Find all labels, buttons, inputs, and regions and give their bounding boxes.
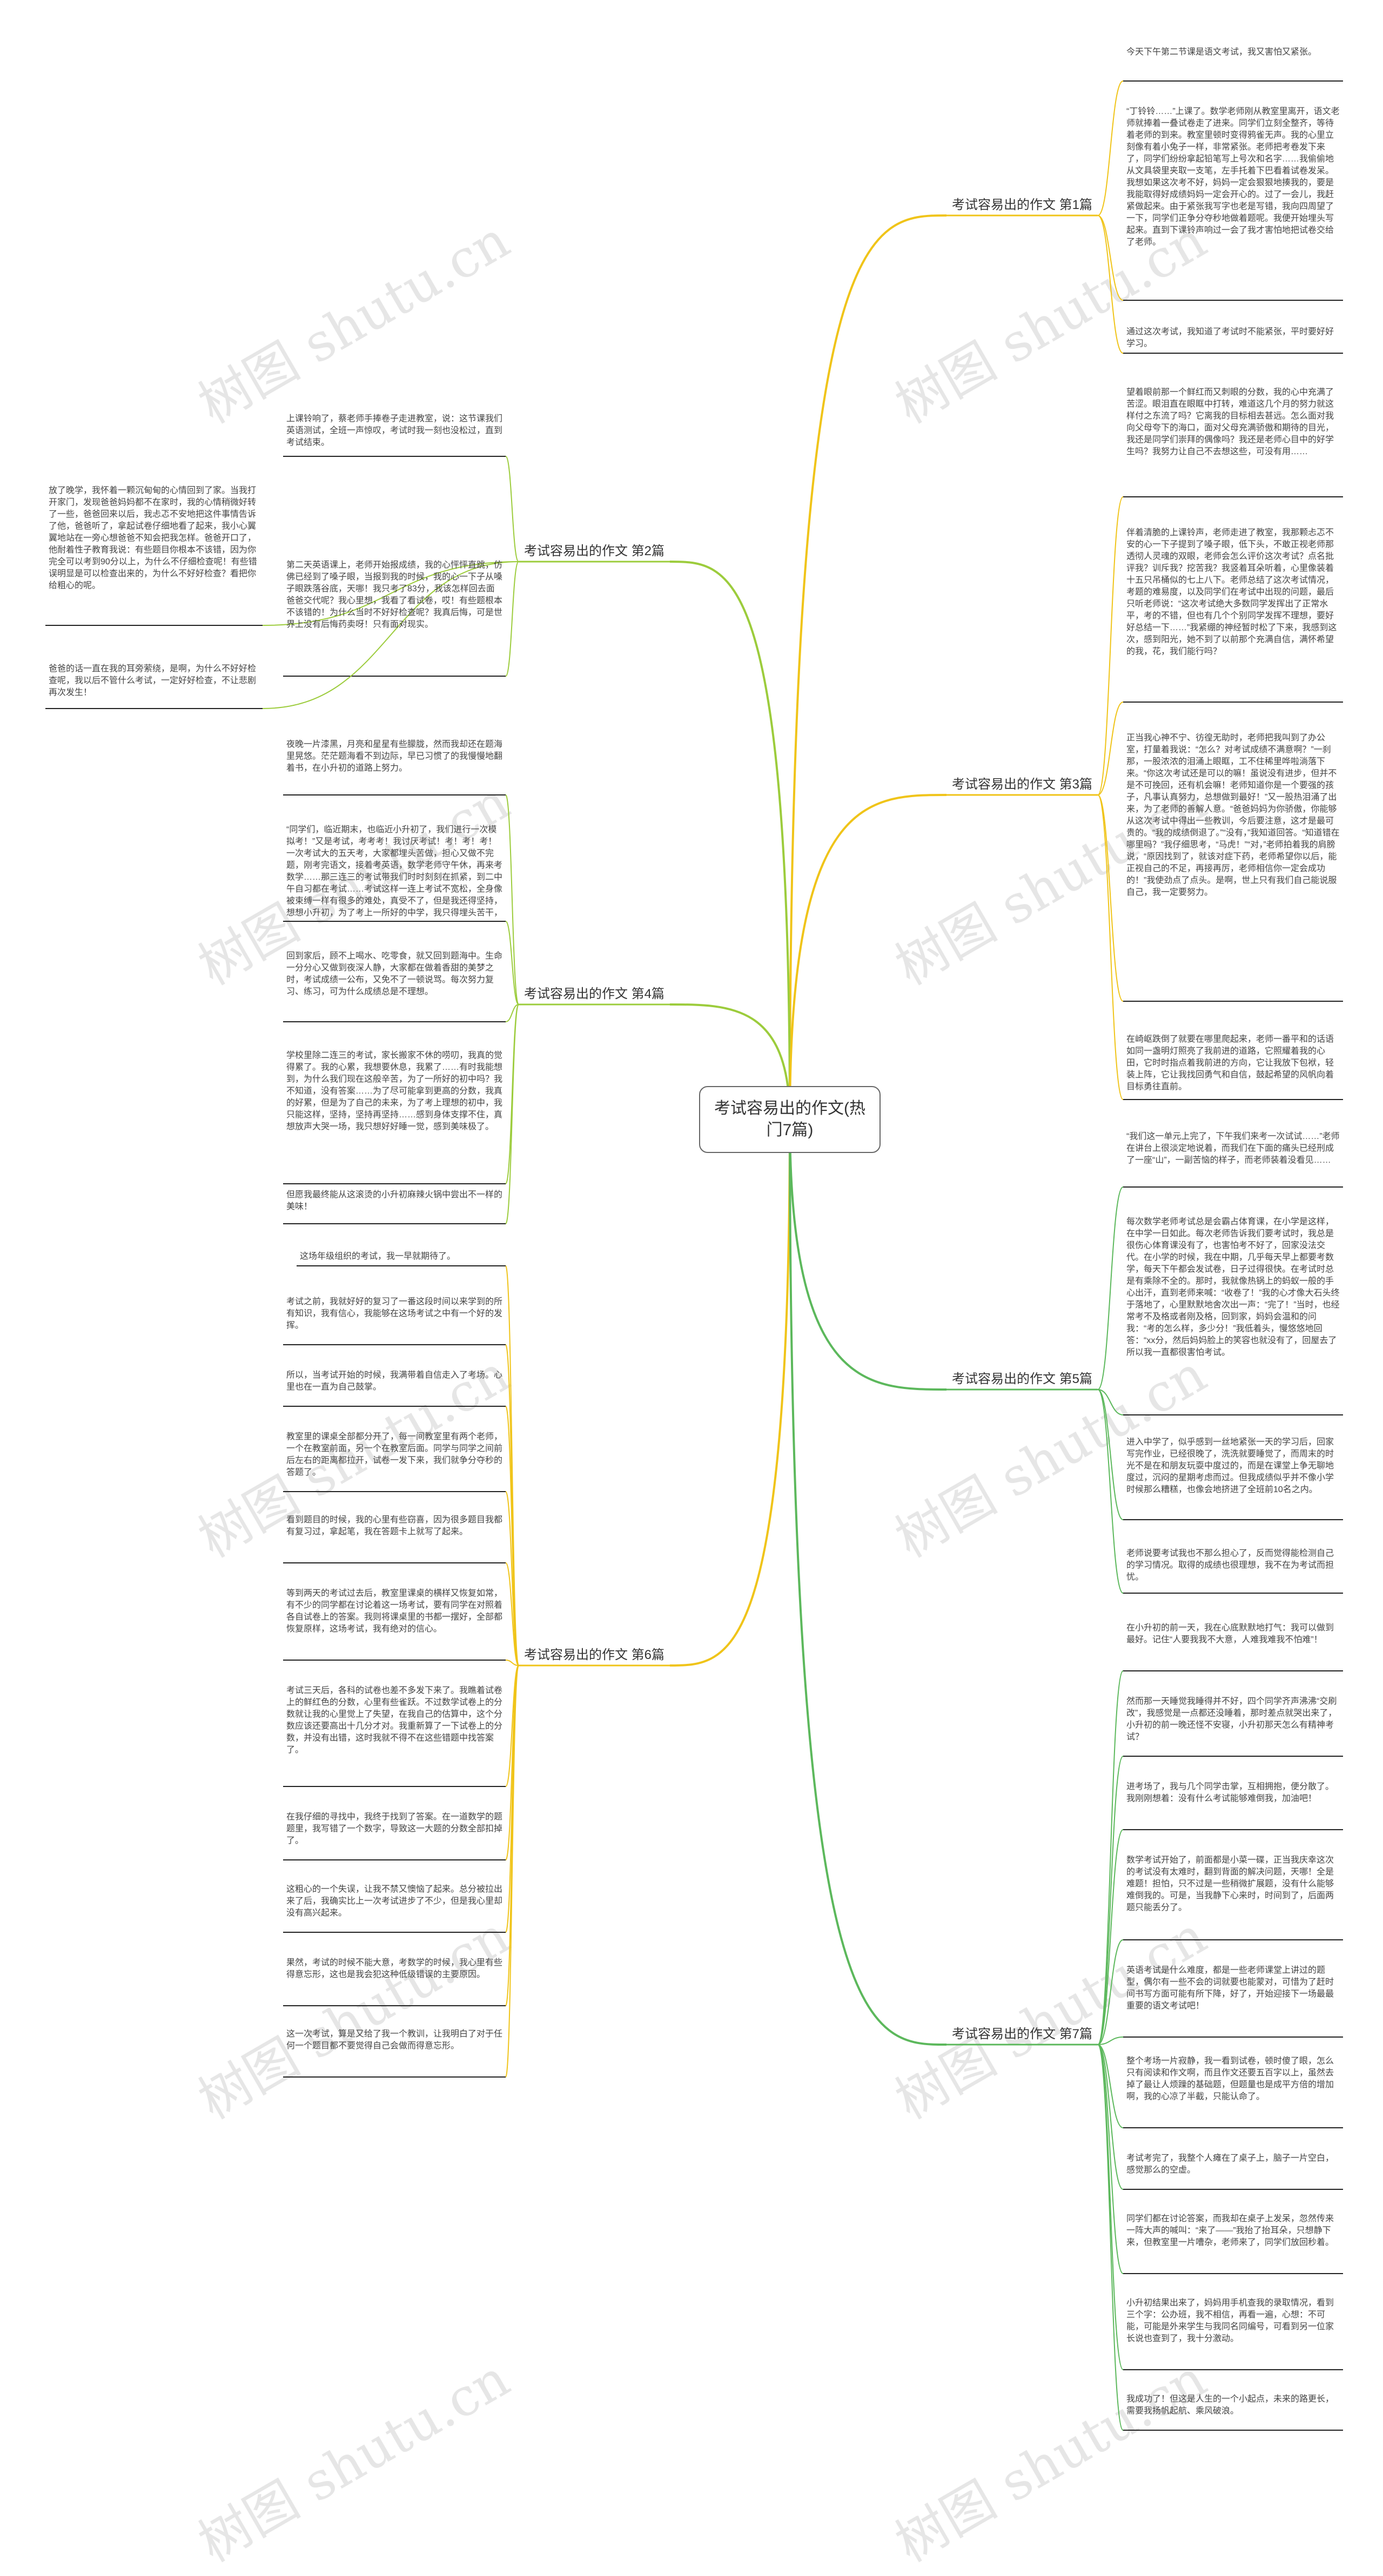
leaf-connector xyxy=(1097,2036,1124,2045)
branch-connector xyxy=(669,1119,791,1667)
branch-connector xyxy=(669,561,791,1120)
leaf-connector xyxy=(1097,1389,1124,1415)
leaf-connector xyxy=(1097,794,1124,1002)
leaf-connector xyxy=(505,1660,519,1666)
leaf-connector xyxy=(505,1491,519,1666)
leaf-text: 整个考场一片寂静，我一看到试卷，顿时傻了眼，怎么只有阅读和作文啊，而且作文还要五… xyxy=(1126,2056,1334,2101)
leaf-connector xyxy=(505,1004,519,1224)
leaf-text: 望着眼前那一个鲜红而又刺眼的分数，我的心中充满了苦涩。眼泪直在眼眶中打转，难道这… xyxy=(1126,388,1334,456)
leaf-text: 第二天英语课上，老师开始报成绩，我的心怦怦直跳，仿佛已经到了嗓子眼，当报到我的时… xyxy=(286,561,502,629)
branch-4[interactable]: 考试容易出的作文 第4篇 xyxy=(524,987,665,1001)
leaf-connector xyxy=(1097,1389,1124,1520)
leaf-connector xyxy=(505,794,519,1005)
leaf-connector xyxy=(505,1004,519,1022)
leaf-text: 所以，当考试开始的时候，我满带着自信走入了考场。心里也在一直为自己鼓掌。 xyxy=(286,1371,502,1392)
leaf-text: 在我仔细的寻找中，我终于找到了答案。在一道数学的题题里，我写错了一个数字，导致这… xyxy=(286,1812,502,1845)
leaf-text: 但愿我最终能从这滚烫的小升初麻辣火锅中尝出不一样的美味！ xyxy=(286,1190,502,1211)
branch-1[interactable]: 考试容易出的作文 第1篇 xyxy=(952,198,1093,212)
leaf-connector xyxy=(1097,1186,1124,1390)
leaf-text: 教室里的课桌全部都分开了，每一间教室里有两个老师，一个在教室前面，另一个在教室后… xyxy=(286,1432,502,1477)
branch-connector xyxy=(669,1003,791,1120)
leaf-connector xyxy=(1097,1670,1124,2045)
leaf-text: 考试之前，我就好好的复习了一番这段时间以来学到的所有知识，我有信心，我能够在这场… xyxy=(286,1297,502,1330)
leaf-text: 学校里除二连三的考试，家长搬家不休的唠叨，我真的觉得累了。我的心累，我想要休息，… xyxy=(286,1051,502,1131)
leaf-connector xyxy=(1097,2044,1124,2190)
leaf-text: 小升初结果出来了，妈妈用手机查我的录取情况，看到三个字：公办班，我不相信，再看一… xyxy=(1126,2298,1334,2343)
leaf-text: 然而那一天睡觉我睡得并不好，四个同学齐声沸沸“交刷改”，我感觉是一点都还没睡着，… xyxy=(1126,1697,1337,1742)
branch-connector xyxy=(789,794,947,1120)
leaf-connector xyxy=(1097,2044,1124,2370)
leaf-text: 果然，考试的时候不能大意，考数学的时候，我心里有些得意忘形，这也是我会犯这种低级… xyxy=(286,1958,502,1979)
leaf-connector xyxy=(1097,2044,1124,2274)
branch-6[interactable]: 考试容易出的作文 第6篇 xyxy=(524,1648,665,1662)
leaf-connector xyxy=(1097,702,1124,795)
leaf-connector xyxy=(1097,1756,1124,2045)
branch-5[interactable]: 考试容易出的作文 第5篇 xyxy=(952,1372,1093,1386)
leaf-connector xyxy=(505,1004,519,1184)
leaf-connector xyxy=(1097,2044,1124,2128)
leaf-text: 同学们都在讨论答案，而我却在桌子上发呆，忽然传来一阵大声的喊叫：“来了——”我抬… xyxy=(1126,2214,1334,2247)
leaf-text: 考试三天后，各科的试卷也差不多发下来了。我瞧着试卷上的鲜红色的分数，心里有些雀跃… xyxy=(286,1686,502,1755)
leaf-text: 这一次考试，算是又给了我一个教训，让我明白了对于任何一个题目都不要觉得自己会做而… xyxy=(286,2029,502,2051)
leaf-connector xyxy=(1097,1939,1124,2045)
leaf-connector xyxy=(1097,496,1124,795)
branch-connector xyxy=(789,1119,947,1391)
leaf-text: 回到家后，顾不上喝水、吃零食，就又回到题海中。生命一分分心又做到夜深人静，大家都… xyxy=(286,952,502,996)
branch-connector xyxy=(789,214,947,1120)
leaf-text: 这粗心的一个失误，让我不禁又懊恼了起来。总分被拉出来了后，我确实比上一次考试进步… xyxy=(286,1885,502,1918)
leaf-connector xyxy=(505,1665,519,1787)
leaf-text: 在崎岖跌倒了就要在哪里爬起来，老师一番平和的话语如同一盏明灯照亮了我前进的道路，… xyxy=(1126,1035,1334,1091)
leaf-connector xyxy=(505,921,519,1005)
leaf-text: “我们这一单元上完了，下午我们来考一次试试……”老师在讲台上很淡定地说着，而我们… xyxy=(1126,1132,1340,1165)
leaf-text: 爸爸的话一直在我的耳旁萦绕，是啊，为什么不好好检查呢，我以后不管什么考试，一定好… xyxy=(49,664,257,697)
connector-lines xyxy=(45,80,1343,2431)
branch-7[interactable]: 考试容易出的作文 第7篇 xyxy=(952,2027,1093,2041)
branch-2[interactable]: 考试容易出的作文 第2篇 xyxy=(524,544,665,558)
leaf-connector xyxy=(505,456,519,562)
leaf-connector xyxy=(1097,215,1124,301)
branch-connector xyxy=(789,1119,947,2046)
leaf-connector xyxy=(1097,1829,1124,2045)
leaf-text: 进考场了，我与几个同学击掌，互相拥抱，便分散了。我刚刚想着：没有什么考试能够难倒… xyxy=(1126,1782,1334,1803)
leaf-text: 通过这次考试，我知道了考试时不能紧张，平时要好好学习。 xyxy=(1126,327,1334,348)
leaf-text: 等到两天的考试过去后，教室里课桌的横样又恢复如常，有不少的同学都在讨论着这一场考… xyxy=(286,1589,502,1634)
leaf-connector xyxy=(505,1665,519,2078)
leaf-connector xyxy=(505,561,519,677)
leaf-text: “同学们，临近期末，也临近小升初了，我们进行一次模拟考！”又是考试，考考考！我讨… xyxy=(286,825,502,918)
leaf-text: 夜晚一片漆黑，月亮和星星有些朦胧，然而我却还在题海里晃悠。茫茫题海看不到边际，早… xyxy=(286,740,502,773)
branch-3[interactable]: 考试容易出的作文 第3篇 xyxy=(952,777,1093,792)
leaf-text: 伴着清脆的上课铃声，老师走进了教室，我那颗忐忑不安的心一下子提到了嗓子眼，低下头… xyxy=(1126,528,1337,656)
leaf-text: 老师说要考试我也不那么担心了，反而觉得能检测自己的学习情况。取得的成绩也很理想，… xyxy=(1126,1549,1334,1582)
leaf-text: 我成功了！但这是人生的一个小起点，未来的路更长，需要我扬帆起航、乘风破浪。 xyxy=(1126,2395,1334,2416)
leaf-text: 进入中学了，似乎感到一丝地紧张一天的学习后，回家写完作业，已经很晚了，洗洗就要睡… xyxy=(1126,1438,1334,1494)
leaf-text: “丁铃铃……”上课了。数学老师刚从教室里离开，语文老师就捧着一叠试卷走了进来。同… xyxy=(1126,107,1340,247)
leaf-text: 看到题目的时候，我的心里有些窃喜，因为很多题目我都有复习过，拿起笔，我在答题卡上… xyxy=(286,1515,502,1536)
leaf-text: 正当我心神不宁、彷徨无助时，老师把我叫到了办公室，打量着我说：“怎么？对考试成绩… xyxy=(1126,733,1340,897)
leaf-text: 每次数学老师考试总是会霸占体育课，在小学是这样，在中学一日如此。每次老师告诉我们… xyxy=(1126,1217,1340,1357)
leaf-connector xyxy=(1097,1389,1124,1594)
leaf-text: 数学考试开始了，前面都是小菜一碟，正当我庆幸这次的考试没有太难时，翻到背面的解决… xyxy=(1126,1856,1334,1912)
leaf-text: 上课铃响了，蔡老师手捧卷子走进教室，说：这节课我们英语测试，全班一声惊叹，考试时… xyxy=(286,414,502,447)
leaf-connector xyxy=(262,561,519,626)
leaf-connector xyxy=(1097,80,1124,216)
root-topic[interactable]: 考试容易出的作文(热门7篇) xyxy=(699,1086,881,1153)
leaf-connector xyxy=(505,1265,519,1666)
leaf-text: 今天下午第二节课是语文考试，我又害怕又紧张。 xyxy=(1126,48,1317,57)
leaf-text: 英语考试是什么难度，都是一些老师课堂上讲过的题型，偶尔有一些不会的词就要也能蒙对… xyxy=(1126,1966,1334,2011)
leaf-text: 考试考完了，我整个人瘫在了桌子上，脑子一片空白，感觉那么的空虚。 xyxy=(1126,2154,1334,2175)
leaf-connector xyxy=(1097,215,1124,354)
leaf-connector xyxy=(1097,794,1124,1100)
leaf-connector xyxy=(1097,2044,1124,2431)
leaf-connector xyxy=(262,561,519,709)
leaf-text: 这场年级组织的考试，我一早就期待了。 xyxy=(300,1252,456,1261)
leaf-connector xyxy=(505,1562,519,1666)
leaf-text: 放了晚学，我怀着一颗沉甸甸的心情回到了家。当我打开家门，发现爸爸妈妈都不在家时，… xyxy=(49,486,257,590)
leaf-text: 在小升初的前一天，我在心底默默地打气：我可以做到最好。记住“人要我我不大意，人难… xyxy=(1126,1623,1334,1644)
